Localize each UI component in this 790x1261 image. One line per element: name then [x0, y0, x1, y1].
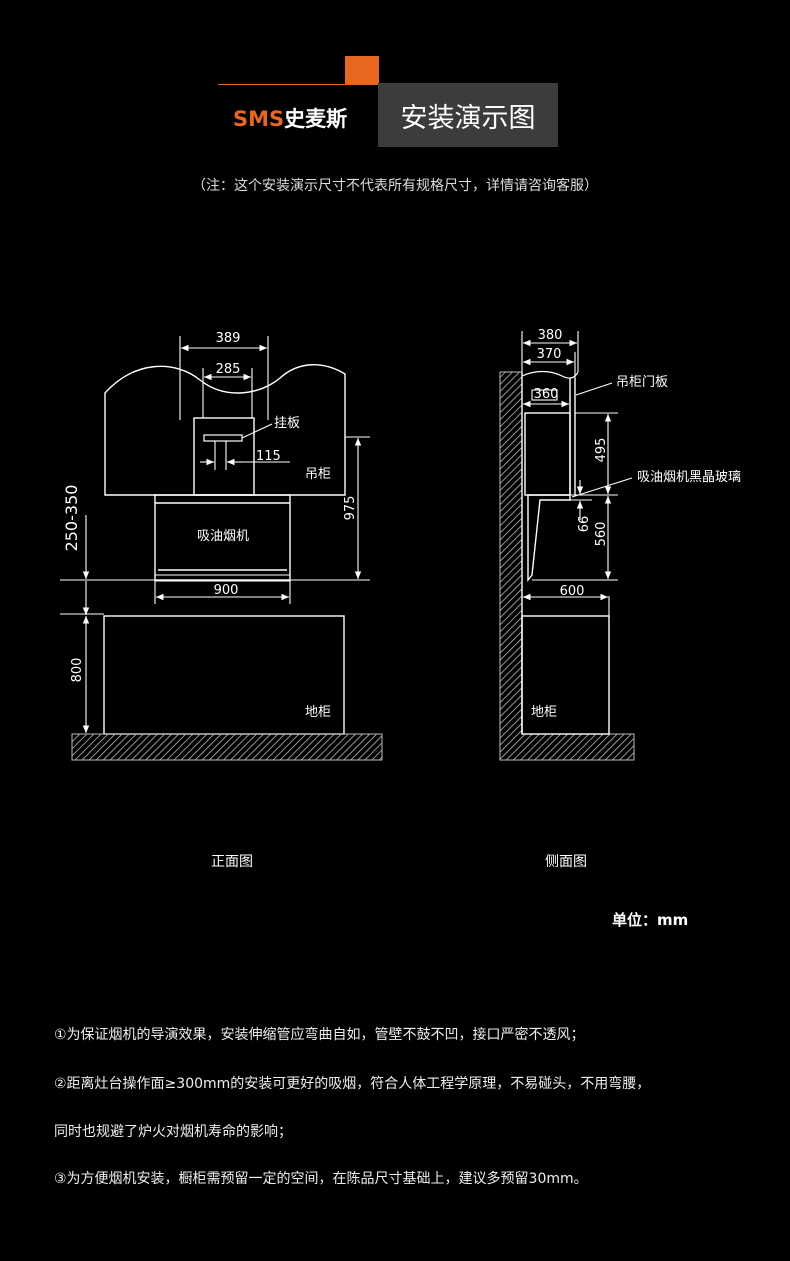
- side-wall-floor: [499, 371, 635, 761]
- label-hang-plate: 挂板: [274, 416, 300, 431]
- label-front-base-cabinet: 地柜: [305, 705, 331, 720]
- note-2: ②距离灶台操作面≥300mm的安装可更好的吸烟，符合人体工程学原理，不易碰头，不…: [54, 1076, 651, 1092]
- dim-975: 975: [343, 496, 358, 521]
- accent-square: [345, 56, 379, 84]
- note-3: ③为方便烟机安装，橱柜需预留一定的空间，在陈品尺寸基础上，建议多预留30mm。: [54, 1171, 588, 1187]
- brand-logo: SMS史麦斯: [233, 103, 347, 133]
- label-hood-glass: 吸油烟机黑晶玻璃: [637, 470, 741, 485]
- dim-115: 115: [256, 449, 281, 464]
- side-base-cabinet: [521, 615, 610, 735]
- caption-front-view: 正面图: [211, 854, 253, 870]
- label-side-base-cabinet: 地柜: [531, 705, 557, 720]
- dim-600: 600: [560, 584, 585, 599]
- label-wall-cabinet: 吊柜: [305, 467, 331, 482]
- side-hood-box: [524, 412, 571, 496]
- front-hang-plate-box: [193, 417, 255, 496]
- side-hood-body: [527, 494, 571, 582]
- front-wall-cabinet: [104, 364, 346, 496]
- accent-line: [218, 84, 380, 85]
- dim-285: 285: [216, 362, 241, 377]
- dim-495: 495: [594, 438, 609, 463]
- caption-side-view: 侧面图: [545, 854, 587, 870]
- disclaimer-note: （注：这个安装演示尺寸不代表所有规格尺寸，详情请咨询客服）: [192, 178, 598, 194]
- note-2-cont: 同时也规避了炉火对烟机寿命的影响；: [54, 1124, 292, 1140]
- front-floor: [71, 733, 383, 761]
- front-hood-body: [154, 494, 291, 581]
- dim-370: 370: [537, 347, 562, 362]
- dim-560: 560: [594, 522, 609, 547]
- label-cabinet-door: 吊柜门板: [616, 375, 668, 390]
- dim-389: 389: [216, 331, 241, 346]
- dim-900: 900: [214, 583, 239, 598]
- page-title: 安装演示图: [378, 83, 558, 147]
- label-hood: 吸油烟机: [197, 529, 249, 544]
- logo-cjk: 史麦斯: [284, 107, 348, 131]
- dim-800: 800: [70, 658, 85, 683]
- dim-250-350: 250-350: [62, 485, 81, 552]
- front-hang-plate: [203, 434, 243, 442]
- dim-66: 66: [577, 516, 592, 533]
- dim-380: 380: [538, 328, 563, 343]
- logo-latin: SMS: [233, 107, 285, 131]
- note-1: ①为保证烟机的导演效果，安装伸缩管应弯曲自如，管壁不鼓不凹，接口严密不透风；: [54, 1027, 585, 1043]
- unit-label: 单位：mm: [612, 911, 689, 929]
- dim-360: 360: [534, 387, 559, 402]
